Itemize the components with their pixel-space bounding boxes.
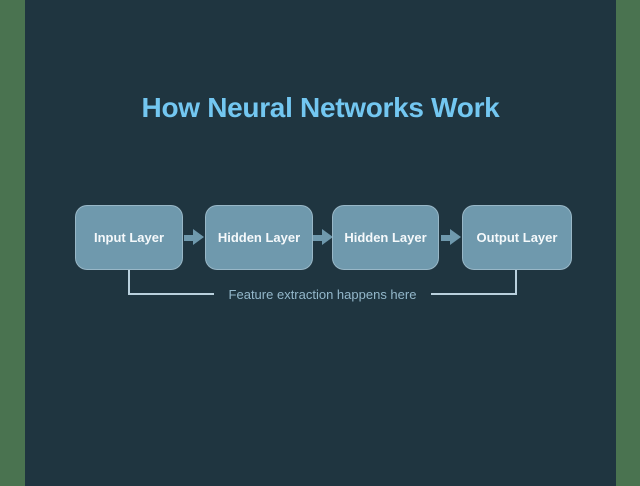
page-title: How Neural Networks Work: [141, 92, 500, 123]
arrow-head: [322, 229, 333, 245]
annotation-label: Feature extraction happens here: [228, 287, 417, 302]
node-input-layer: Input Layer: [75, 205, 183, 270]
arrow-shaft: [184, 234, 194, 241]
node-label: Hidden Layer: [217, 230, 301, 245]
arrow-right-icon: [313, 229, 333, 246]
node-hidden-layer-1: Hidden Layer: [205, 205, 313, 270]
arrow-head: [193, 229, 204, 245]
bracket-line-left-vertical: [128, 270, 130, 295]
arrow-shaft: [441, 234, 451, 241]
node-label: Input Layer: [93, 230, 165, 245]
bracket-line-left-horizontal: [128, 293, 214, 295]
arrow-shaft: [313, 234, 323, 241]
bracket-line-right-vertical: [515, 270, 517, 295]
arrow-right-icon: [441, 229, 461, 246]
arrow-right-icon: [184, 229, 204, 246]
arrow-head: [450, 229, 461, 245]
node-label: Hidden Layer: [344, 230, 427, 245]
node-label: Output Layer: [476, 230, 558, 245]
bracket-line-right-horizontal: [431, 293, 517, 295]
node-hidden-layer-2: Hidden Layer: [332, 205, 439, 270]
node-output-layer: Output Layer: [462, 205, 572, 270]
